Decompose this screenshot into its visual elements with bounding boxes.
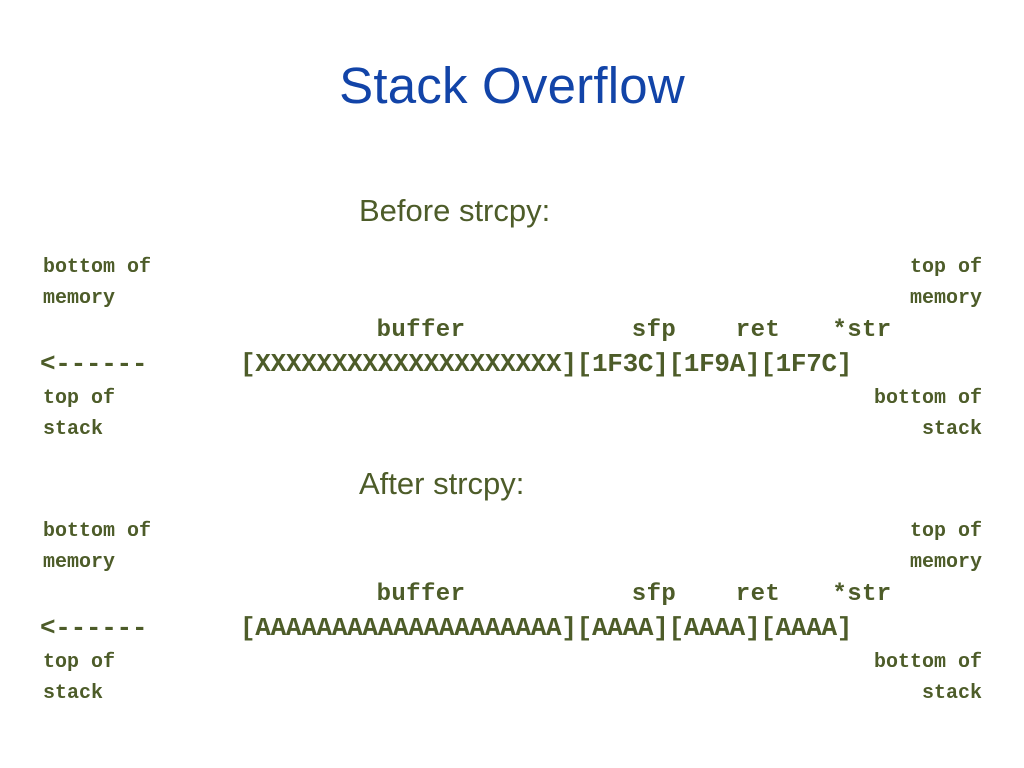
memory-label-row-top: bottom of top of — [0, 516, 1024, 547]
label-top-of-memory-line2: memory — [909, 287, 982, 310]
stack-label-row-bottom: top of bottom of — [0, 383, 1024, 414]
label-top-of-stack-line1: top of — [43, 387, 116, 410]
label-bottom-of-memory-line1: bottom of — [43, 520, 152, 543]
header-str: *str — [832, 317, 892, 344]
label-top-of-memory-line1: top of — [909, 256, 982, 279]
stack-headers: buffer sfp ret *str — [240, 578, 914, 611]
stack-growth-arrow: <------ — [40, 349, 148, 379]
stack-headers-row: buffer sfp ret *str — [0, 314, 1024, 347]
stack-headers: buffer sfp ret *str — [240, 314, 914, 347]
section-heading-after-strcpy: After strcpy: — [359, 466, 525, 501]
label-bottom-of-stack-line2: stack — [921, 682, 982, 705]
label-bottom-of-memory-line2: memory — [43, 551, 116, 574]
stack-diagram-after: bottom of top of memory memory buffer sfp… — [0, 516, 1024, 709]
stack-diagram-before: bottom of top of memory memory buffer sfp… — [0, 252, 1024, 445]
stack-headers-row: buffer sfp ret *str — [0, 578, 1024, 611]
stack-label-row-bottom-cont: stack stack — [0, 678, 1024, 709]
memory-label-row-top-cont: memory memory — [0, 283, 1024, 314]
stack-cells: [XXXXXXXXXXXXXXXXXXXX][1F3C][1F9A][1F7C] — [240, 349, 853, 379]
label-bottom-of-stack-line1: bottom of — [873, 651, 982, 674]
header-buffer: buffer — [376, 317, 466, 344]
stack-label-row-bottom: top of bottom of — [0, 647, 1024, 678]
header-ret: ret — [735, 581, 781, 608]
header-buffer: buffer — [376, 581, 466, 608]
label-bottom-of-stack-line2: stack — [921, 418, 982, 441]
header-str: *str — [832, 581, 892, 608]
label-top-of-memory-line1: top of — [909, 520, 982, 543]
page-title: Stack Overflow — [339, 57, 685, 114]
stack-cells: [AAAAAAAAAAAAAAAAAAAA][AAAA][AAAA][AAAA] — [240, 613, 853, 643]
label-bottom-of-stack-line1: bottom of — [873, 387, 982, 410]
stack-cells-row: <------ [AAAAAAAAAAAAAAAAAAAA][AAAA][AAA… — [0, 611, 1024, 647]
stack-growth-arrow: <------ — [40, 613, 148, 643]
label-bottom-of-memory-line1: bottom of — [43, 256, 152, 279]
stack-cells-row: <------ [XXXXXXXXXXXXXXXXXXXX][1F3C][1F9… — [0, 347, 1024, 383]
memory-label-row-top-cont: memory memory — [0, 547, 1024, 578]
header-sfp: sfp — [631, 317, 677, 344]
label-top-of-stack-line1: top of — [43, 651, 116, 674]
memory-label-row-top: bottom of top of — [0, 252, 1024, 283]
section-heading-before-strcpy: Before strcpy: — [359, 193, 551, 228]
label-top-of-memory-line2: memory — [909, 551, 982, 574]
label-bottom-of-memory-line2: memory — [43, 287, 116, 310]
header-ret: ret — [735, 317, 781, 344]
label-top-of-stack-line2: stack — [43, 682, 104, 705]
header-sfp: sfp — [631, 581, 677, 608]
label-top-of-stack-line2: stack — [43, 418, 104, 441]
stack-label-row-bottom-cont: stack stack — [0, 414, 1024, 445]
